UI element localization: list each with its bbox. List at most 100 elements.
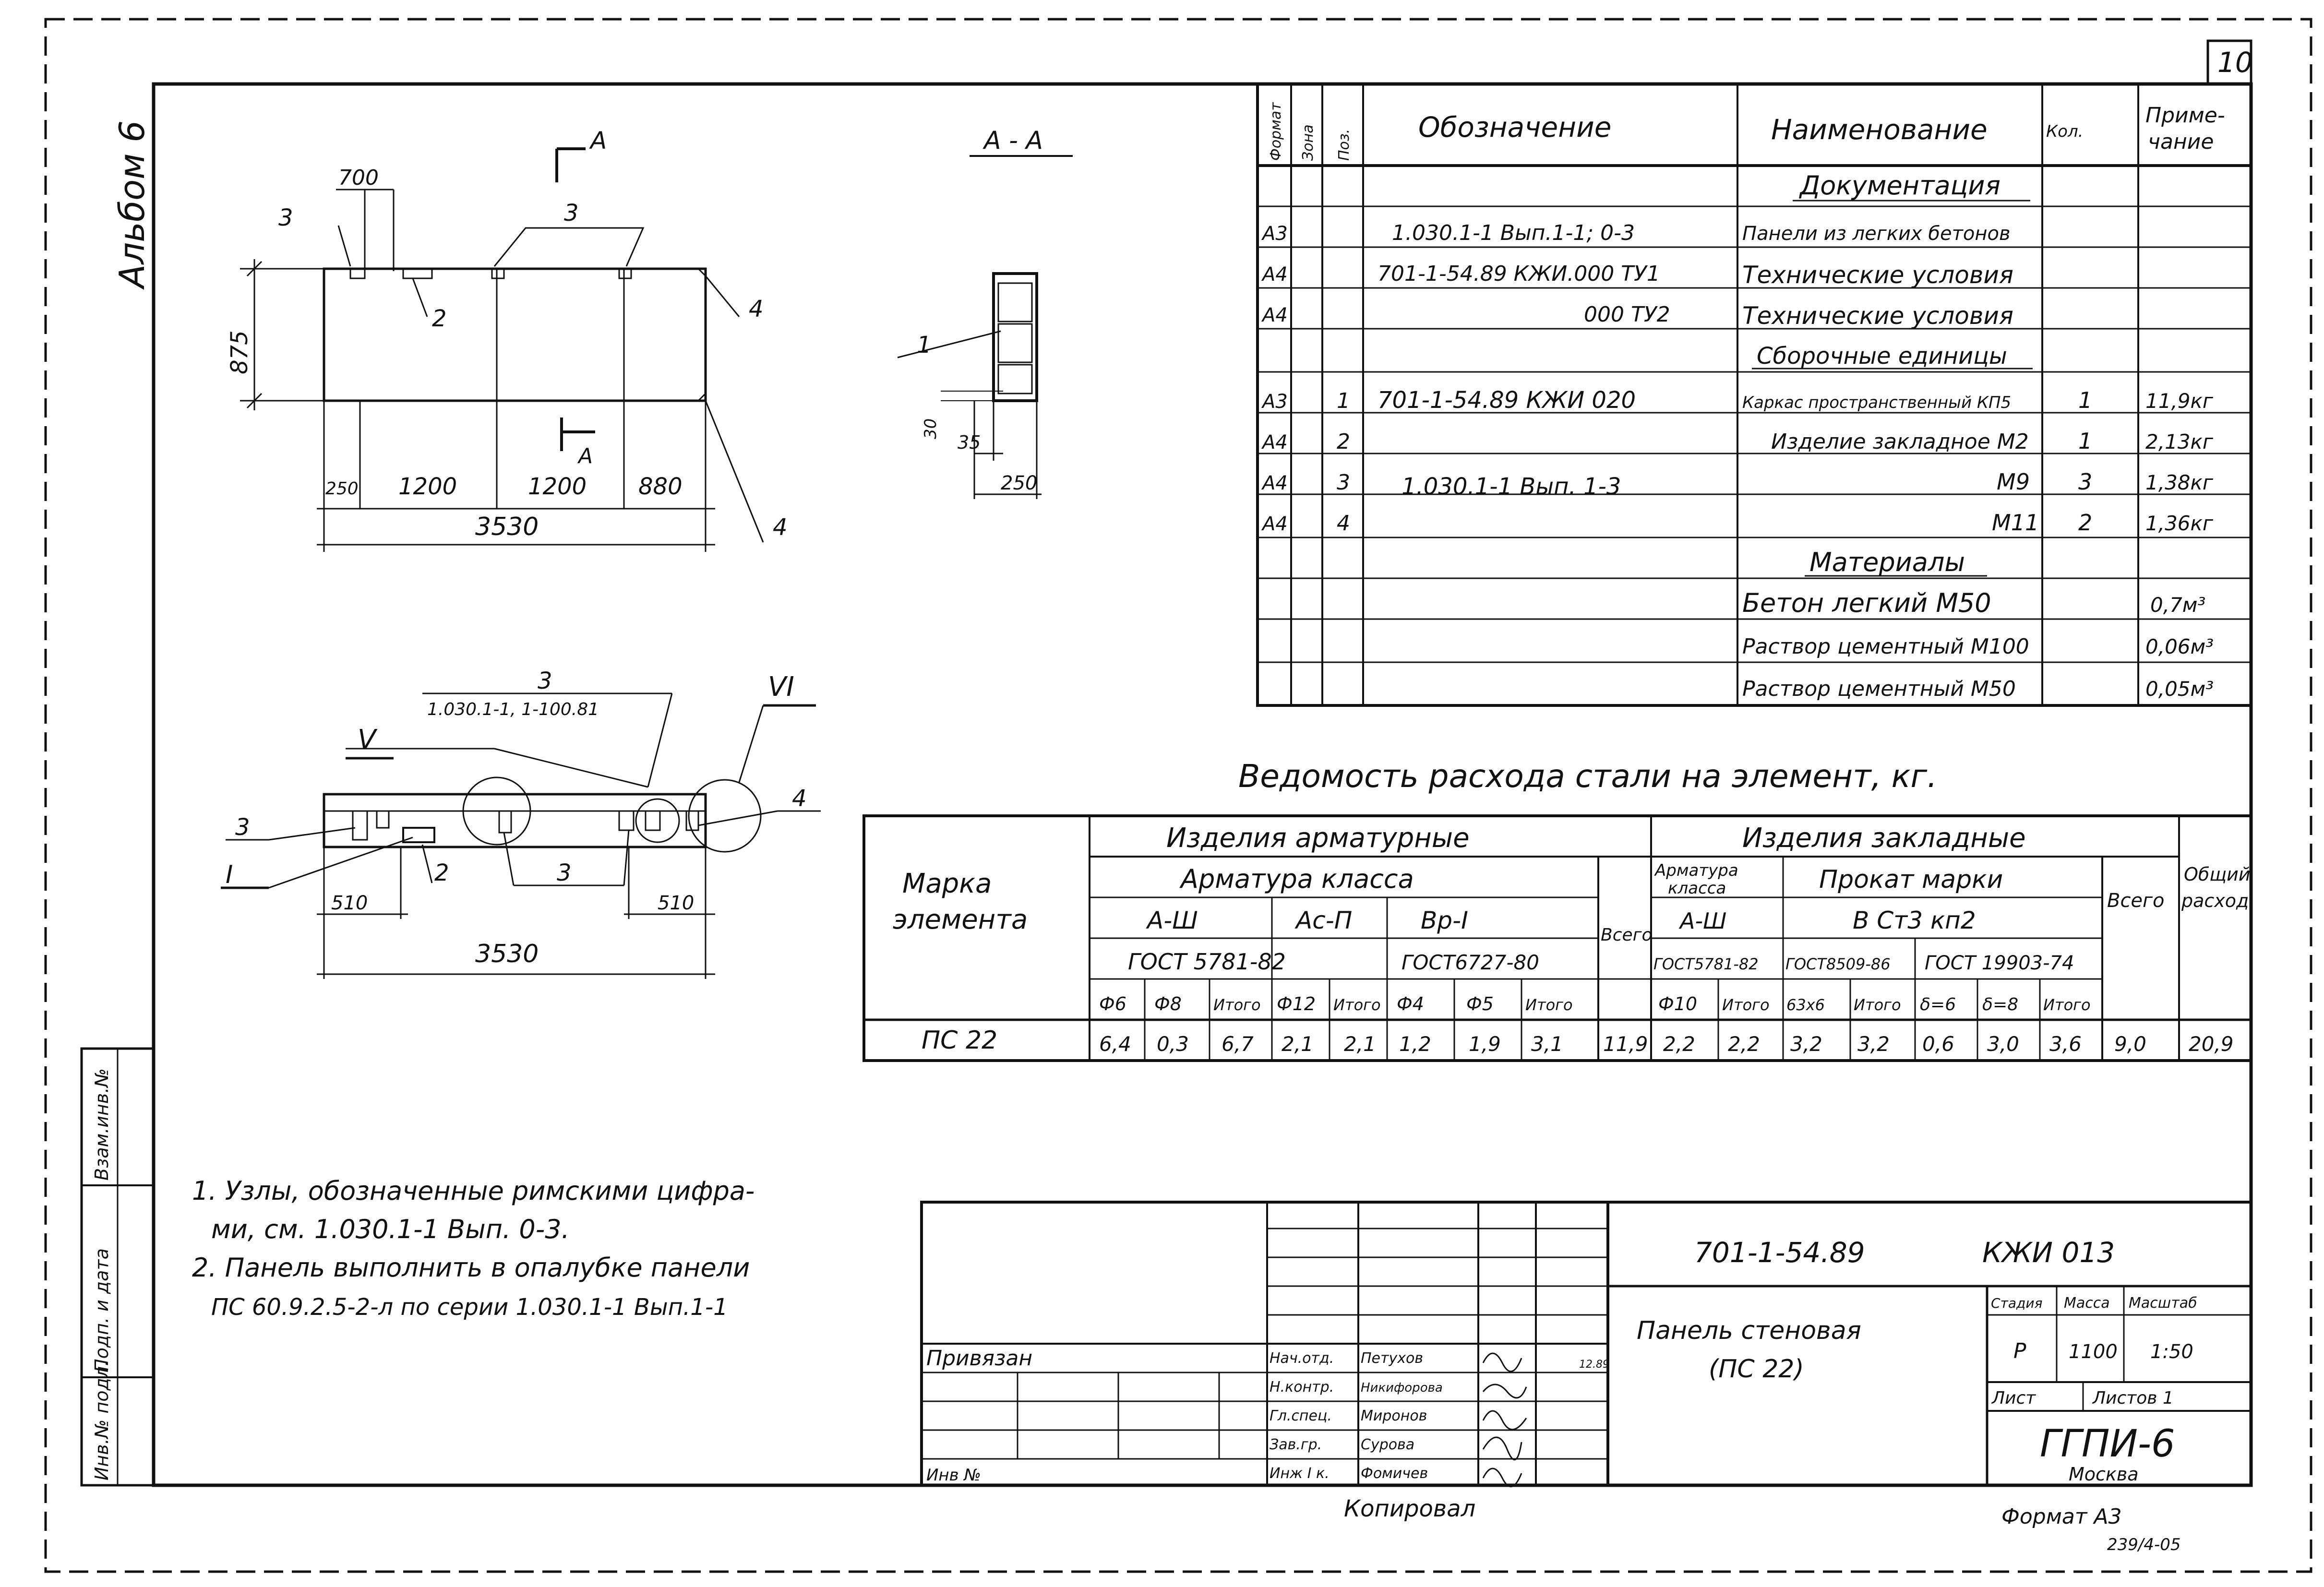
steel-h-gost19903: ГОСТ 19903-74 — [1925, 952, 2074, 974]
svg-text:4: 4 — [1337, 511, 1350, 536]
steel-sub-9: Ф10 — [1658, 993, 1697, 1014]
steel-h-ac2: Ас-П — [1294, 907, 1352, 934]
svg-text:Петухов: Петухов — [1361, 1350, 1423, 1367]
steel-val-13: 3,2 — [1857, 1032, 1890, 1056]
svg-text:А3: А3 — [1261, 391, 1288, 413]
plan-view: 3 1.030.1-1, 1-100.81 V VI 3 I 2 3 4 510… — [221, 668, 821, 979]
steel-sub-8: Итого — [1525, 996, 1573, 1014]
svg-text:Каркас пространственный КП5: Каркас пространственный КП5 — [1742, 393, 2011, 412]
tb-doc: КЖИ 013 — [1982, 1236, 2115, 1269]
steel-h-gost5781: ГОСТ 5781-82 — [1128, 949, 1286, 975]
plan-pos-4: 4 — [792, 785, 807, 812]
steel-sub-5: Итого — [1333, 996, 1381, 1014]
dim-1200a: 1200 — [398, 473, 457, 500]
steel-sub-4: Ф12 — [1277, 993, 1316, 1014]
spec-row-9: Раствор цементный М100 0,06м³ — [1742, 634, 2214, 659]
svg-text:0,7м³: 0,7м³ — [2150, 593, 2205, 617]
dim-700: 700 — [338, 166, 379, 190]
svg-text:701-1-54.89 КЖИ 020: 701-1-54.89 КЖИ 020 — [1378, 387, 1636, 414]
svg-text:Инж I к.: Инж I к. — [1270, 1465, 1330, 1482]
tb-city: Москва — [2069, 1464, 2139, 1485]
album-label: Альбом 6 — [112, 120, 152, 290]
svg-text:1,36кг: 1,36кг — [2145, 512, 2214, 535]
steel-sub-3: Итого — [1213, 996, 1261, 1014]
signer-2: Н.контр. Никифорова — [1270, 1379, 1443, 1396]
spec-section-documentation: Документация — [1799, 170, 2001, 201]
steel-h-steel: В Ст3 кп2 — [1853, 907, 1976, 934]
svg-text:1: 1 — [2078, 387, 2092, 413]
plan-ref-note: 1.030.1-1, 1-100.81 — [427, 700, 599, 719]
svg-text:Фомичев: Фомичев — [1361, 1465, 1428, 1482]
steel-h-rolled: Прокат марки — [1819, 865, 2003, 894]
steel-val-6: 1,2 — [1399, 1032, 1431, 1056]
svg-text:Раствор цементный М100: Раствор цементный М100 — [1742, 634, 2029, 659]
steel-val-11: 2,2 — [1728, 1032, 1760, 1056]
spec-row-6: А4 3 1.030.1-1 Вып. 1-3 М9 3 1,38кг — [1261, 469, 2214, 500]
spec-row-3: А4 000 ТУ2 Технические условия — [1261, 302, 2013, 330]
steel-val-1: 6,4 — [1099, 1032, 1131, 1056]
steel-val-12: 3,2 — [1790, 1032, 1822, 1056]
svg-text:А4: А4 — [1261, 304, 1288, 326]
svg-text:000 ТУ2: 000 ТУ2 — [1584, 302, 1670, 327]
steel-val-16: 3,6 — [2049, 1032, 2082, 1056]
dim-250: 250 — [325, 479, 359, 499]
svg-text:Н.контр.: Н.контр. — [1270, 1379, 1334, 1396]
svg-text:2: 2 — [1337, 430, 1350, 454]
svg-text:Никифорова: Никифорова — [1361, 1381, 1443, 1395]
steel-val-18: 20,9 — [2189, 1032, 2234, 1056]
steel-val-3: 6,7 — [1222, 1032, 1254, 1056]
svg-text:1.030.1-1 Вып.1-1; 0-3: 1.030.1-1 Вып.1-1; 0-3 — [1392, 221, 1635, 245]
tb-inv: Инв № — [926, 1466, 981, 1485]
note-line-3: 2. Панель выполнить в опалубке панели — [192, 1253, 750, 1283]
tb-scale-label: Масштаб — [2129, 1295, 2197, 1312]
dim-1200b: 1200 — [528, 473, 587, 500]
svg-text:2,13кг: 2,13кг — [2145, 430, 2214, 453]
steel-h-overall-2: расход — [2181, 890, 2249, 911]
steel-val-4: 2,1 — [1282, 1032, 1314, 1056]
spec-row-7: А4 4 М11 2 1,36кг — [1261, 510, 2214, 536]
spec-row-8: Бетон легкий М50 0,7м³ — [1742, 588, 2205, 618]
section-mark-bottom: А — [577, 444, 593, 468]
node-vi: VI — [768, 671, 794, 703]
svg-text:11,9кг: 11,9кг — [2145, 389, 2214, 413]
steel-sub-14: δ=8 — [1982, 995, 2018, 1014]
spec-h-name: Наименование — [1771, 113, 1988, 146]
dim-880: 880 — [638, 473, 683, 500]
spec-table: Формат Зона Поз. Обозначение Наименовани… — [1256, 83, 2252, 707]
side-stamp: Взам.инв.№ Подп. и дата Инв.№ подл. — [80, 1047, 155, 1487]
steel-val-17: 9,0 — [2114, 1032, 2146, 1056]
tb-sheet-label: Лист — [1991, 1388, 2036, 1408]
node-i: I — [226, 860, 233, 889]
steel-h-embed-total: Всего — [2107, 890, 2165, 912]
tb-stage: Р — [2013, 1339, 2026, 1363]
steel-h-class: Арматура класса — [1179, 864, 1414, 894]
stamp-replaced: Взам.инв.№ — [91, 1068, 112, 1181]
dim-510-right: 510 — [658, 892, 694, 914]
dim-875: 875 — [226, 330, 253, 374]
signer-3: Гл.спец. Миронов — [1270, 1408, 1427, 1424]
outer-frame — [44, 18, 2312, 1573]
steel-h-embed-gost: ГОСТ5781-82 — [1653, 955, 1759, 973]
svg-text:Технические условия: Технические условия — [1742, 302, 2013, 330]
signature-scribbles — [1482, 1352, 1527, 1488]
steel-h-bp1: Вр-I — [1421, 907, 1468, 934]
steel-sub-2: Ф8 — [1154, 993, 1182, 1014]
tb-date-small: 12.89 — [1579, 1359, 1609, 1371]
svg-text:3: 3 — [1337, 470, 1350, 495]
front-view: 875 700 250 1200 1200 880 3530 А А 3 3 2… — [226, 127, 788, 552]
pos-4-b: 4 — [773, 514, 788, 541]
spec-h-pos: Поз. — [1336, 129, 1353, 161]
svg-text:А3: А3 — [1261, 223, 1288, 245]
footer-format: Формат А3 — [2001, 1504, 2122, 1529]
steel-h-gost6727: ГОСТ6727-80 — [1402, 951, 1539, 974]
steel-sub-11: 63х6 — [1786, 996, 1825, 1014]
sec-pos-1: 1 — [917, 332, 932, 358]
sheet-number: 10 — [2217, 46, 2253, 79]
svg-text:1.030.1-1 Вып. 1-3: 1.030.1-1 Вып. 1-3 — [1402, 473, 1621, 500]
svg-text:Нач.отд.: Нач.отд. — [1270, 1350, 1334, 1367]
dim-35: 35 — [958, 432, 981, 453]
svg-text:3: 3 — [2078, 469, 2092, 495]
note-line-4: ПС 60.9.2.5-2-л по серии 1.030.1-1 Вып.1… — [211, 1294, 728, 1321]
node-v: V — [358, 724, 378, 755]
svg-text:0,06м³: 0,06м³ — [2145, 635, 2214, 658]
